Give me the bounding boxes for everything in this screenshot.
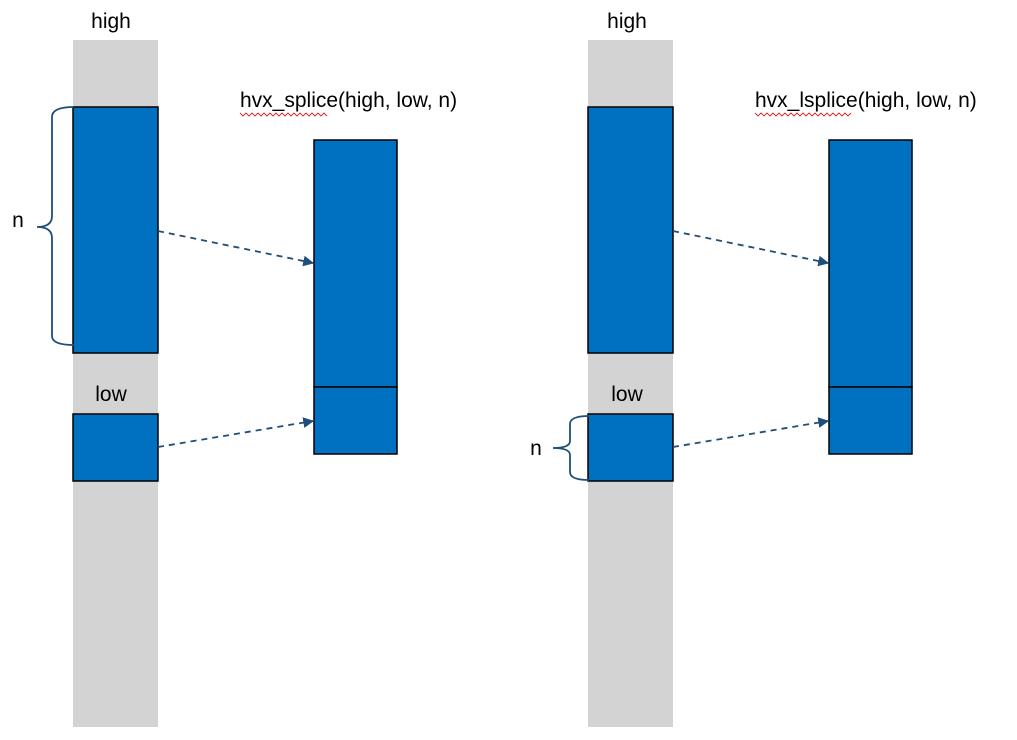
panel-splice: high low n hvx_splice(high, low, n)	[12, 10, 457, 727]
panel-lsplice: high low n hvx_lsplice(high, low, n)	[530, 10, 977, 727]
n-label: n	[12, 209, 24, 232]
high-label: high	[607, 10, 647, 33]
arrow-low-to-result	[672, 417, 830, 448]
low-label: low	[95, 383, 127, 406]
function-label: hvx_splice(high, low, n)	[240, 89, 457, 112]
result-upper-block	[828, 139, 913, 388]
function-label: hvx_lsplice(high, low, n)	[755, 89, 977, 112]
n-brace	[552, 415, 590, 481]
result-lower-block	[828, 386, 913, 455]
high-label: high	[91, 10, 131, 33]
low-label: low	[611, 383, 643, 406]
high-n-vector-block	[72, 106, 159, 354]
n-label: n	[530, 437, 542, 460]
high-vector-block	[587, 106, 674, 354]
result-lower-block	[313, 386, 398, 455]
low-vector-block	[72, 413, 159, 482]
low-n-vector-block	[587, 413, 674, 482]
arrow-high-to-result	[157, 230, 315, 267]
arrow-low-to-result	[157, 417, 315, 448]
n-brace	[36, 106, 75, 346]
arrow-high-to-result	[672, 230, 830, 267]
spellcheck-squiggle	[754, 112, 852, 117]
spellcheck-squiggle	[239, 112, 328, 117]
result-upper-block	[313, 139, 398, 388]
